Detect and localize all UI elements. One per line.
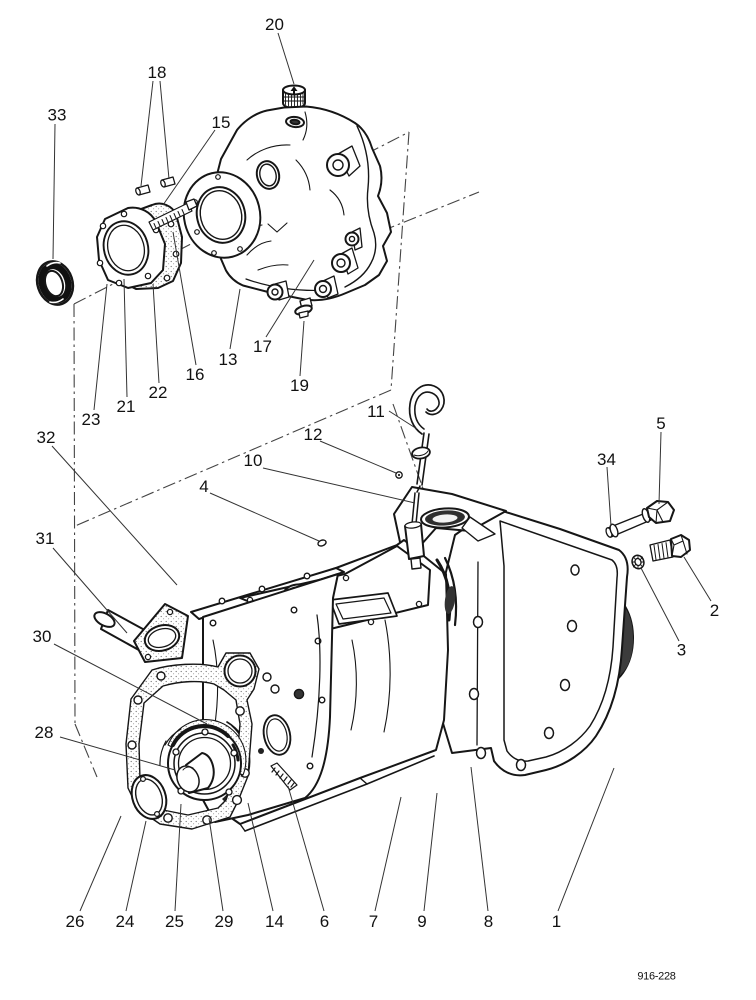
- svg-text:34: 34: [597, 450, 616, 469]
- svg-text:4: 4: [199, 477, 208, 496]
- svg-text:22: 22: [149, 383, 168, 402]
- svg-text:10: 10: [244, 451, 263, 470]
- svg-text:23: 23: [82, 410, 101, 429]
- svg-text:24: 24: [116, 912, 135, 931]
- svg-text:21: 21: [117, 397, 136, 416]
- svg-text:19: 19: [290, 376, 309, 395]
- svg-text:11: 11: [367, 402, 385, 421]
- svg-text:25: 25: [165, 912, 184, 931]
- svg-text:2: 2: [710, 601, 719, 620]
- svg-text:5: 5: [656, 414, 665, 433]
- svg-text:14: 14: [265, 912, 284, 931]
- svg-text:28: 28: [35, 723, 54, 742]
- svg-text:26: 26: [66, 912, 85, 931]
- svg-text:29: 29: [215, 912, 234, 931]
- svg-text:6: 6: [320, 912, 329, 931]
- svg-text:30: 30: [33, 627, 52, 646]
- svg-text:31: 31: [36, 529, 55, 548]
- svg-text:15: 15: [212, 113, 231, 132]
- svg-text:17: 17: [253, 337, 272, 356]
- svg-text:916-228: 916-228: [637, 971, 675, 983]
- svg-text:8: 8: [484, 912, 493, 931]
- svg-text:7: 7: [369, 912, 378, 931]
- svg-text:32: 32: [37, 428, 56, 447]
- svg-text:18: 18: [148, 63, 167, 82]
- svg-text:20: 20: [265, 15, 284, 34]
- svg-text:12: 12: [304, 425, 323, 444]
- svg-text:13: 13: [219, 350, 238, 369]
- svg-text:33: 33: [48, 106, 67, 125]
- svg-text:1: 1: [552, 912, 561, 931]
- svg-text:16: 16: [186, 365, 205, 384]
- svg-text:9: 9: [417, 912, 426, 931]
- svg-text:3: 3: [677, 641, 686, 660]
